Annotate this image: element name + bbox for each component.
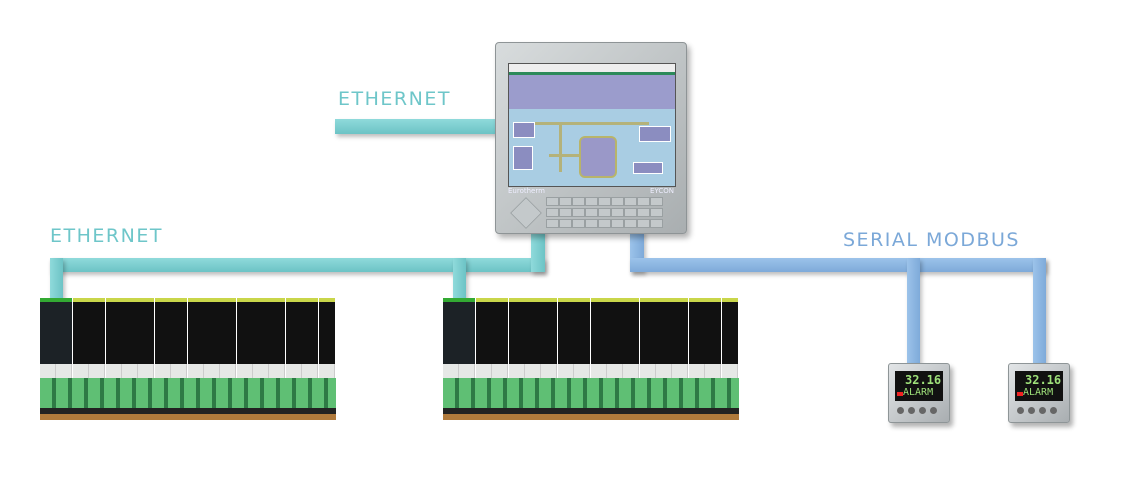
rack-cpu-module	[459, 298, 476, 380]
io-rack-2	[443, 298, 739, 420]
panel-key	[650, 219, 663, 228]
rack-io-module	[541, 298, 558, 380]
ethernet-cable-bus	[50, 258, 545, 272]
panel-key	[559, 219, 572, 228]
rack-io-module	[721, 298, 738, 380]
hmi-screen	[508, 63, 676, 187]
panel-key	[637, 197, 650, 206]
panel-key	[585, 197, 598, 206]
rack-io-module	[672, 298, 689, 380]
ethernet-label-top: ETHERNET	[338, 88, 451, 110]
panel-key	[572, 197, 585, 206]
panel-key	[611, 219, 624, 228]
rack-io-module	[656, 298, 673, 380]
rack-cpu-module	[443, 298, 459, 380]
panel-key	[572, 208, 585, 217]
panel-key	[611, 208, 624, 217]
rack-io-module	[72, 298, 89, 380]
serial-cable-ctrl2-drop	[1033, 258, 1046, 364]
panel-key	[572, 219, 585, 228]
panel-key	[546, 197, 559, 206]
panel-brand: Eurotherm	[508, 187, 545, 195]
rack-io-module	[302, 298, 319, 380]
panel-model: EYCON	[650, 187, 674, 195]
panel-key	[598, 197, 611, 206]
rack-io-module	[590, 298, 607, 380]
rack-io-module	[253, 298, 270, 380]
io-rack-1	[40, 298, 336, 420]
serial-cable-ctrl1-drop	[907, 258, 920, 364]
panel-key	[546, 208, 559, 217]
rack-io-module	[121, 298, 138, 380]
ethernet-cable-top	[335, 119, 497, 134]
rack-io-module	[105, 298, 122, 380]
panel-key	[598, 208, 611, 217]
controller-value: 32.16	[1025, 373, 1062, 387]
panel-key	[624, 219, 637, 228]
rack-io-module	[475, 298, 492, 380]
rack-io-module	[557, 298, 574, 380]
rack-io-module	[318, 298, 335, 380]
panel-key	[559, 208, 572, 217]
serial-cable-bus	[630, 258, 1046, 272]
panel-key	[559, 197, 572, 206]
panel-key	[624, 208, 637, 217]
rack-io-module	[138, 298, 155, 380]
ethernet-cable-rack2-drop	[453, 258, 466, 300]
ethernet-cable-rack1-drop	[50, 258, 63, 300]
panel-key	[611, 197, 624, 206]
hmi-panel: Eurotherm EYCON	[495, 42, 687, 234]
serial-modbus-label: SERIAL MODBUS	[843, 229, 1020, 251]
rack-io-module	[285, 298, 302, 380]
panel-key	[637, 219, 650, 228]
rack-io-module	[606, 298, 623, 380]
ethernet-label-left: ETHERNET	[50, 225, 163, 247]
panel-key	[585, 219, 598, 228]
rack-io-module	[269, 298, 286, 380]
panel-key	[650, 208, 663, 217]
rack-io-module	[154, 298, 171, 380]
rack-cpu-module	[56, 298, 73, 380]
panel-key	[650, 197, 663, 206]
panel-key	[624, 197, 637, 206]
rack-io-module	[705, 298, 722, 380]
rack-cpu-module	[40, 298, 56, 380]
ethernet-cable-panel-drop	[531, 230, 545, 272]
rack-io-module	[574, 298, 591, 380]
rack-io-module	[688, 298, 705, 380]
rack-io-module	[187, 298, 204, 380]
rack-io-module	[639, 298, 656, 380]
controller-value: 32.16	[905, 373, 942, 387]
rack-io-module	[623, 298, 640, 380]
rack-io-module	[236, 298, 253, 380]
panel-dpad	[510, 197, 542, 229]
panel-key	[585, 208, 598, 217]
rack-io-module	[171, 298, 188, 380]
controller-text: ALARM	[903, 387, 934, 398]
controller-text: ALARM	[1023, 387, 1054, 398]
rack-io-module	[220, 298, 237, 380]
rack-io-module	[492, 298, 509, 380]
panel-key	[598, 219, 611, 228]
rack-io-module	[89, 298, 106, 380]
rack-io-module	[203, 298, 220, 380]
panel-keypad	[546, 197, 663, 228]
rack-io-module	[508, 298, 525, 380]
panel-key	[546, 219, 559, 228]
rack-io-module	[524, 298, 541, 380]
panel-key	[637, 208, 650, 217]
